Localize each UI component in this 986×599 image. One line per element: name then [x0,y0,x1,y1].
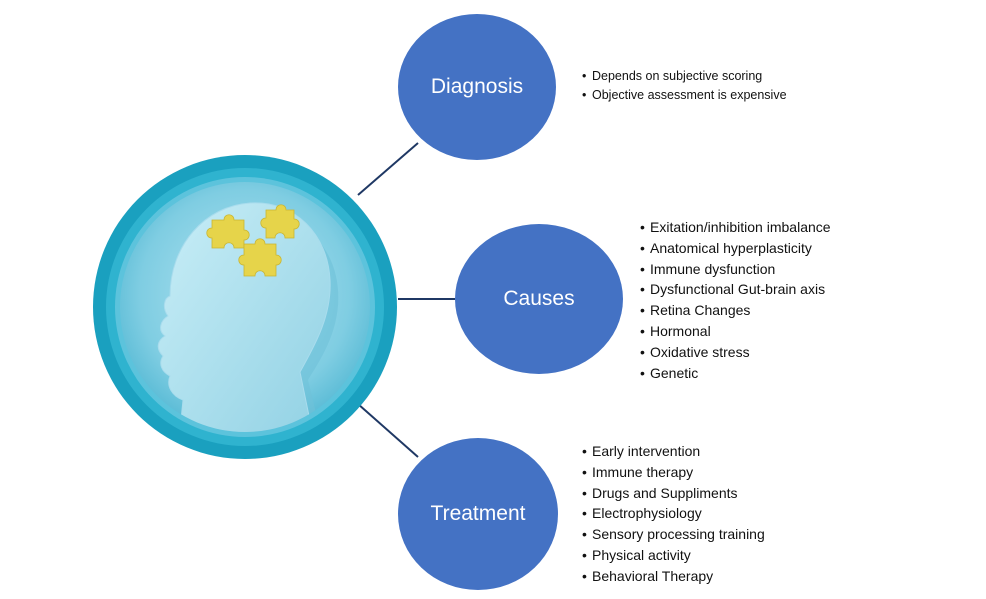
head-silhouette-icon [157,202,331,432]
puzzle-piece-icon [238,238,282,277]
treatment-label: Treatment [430,502,526,525]
causes-node: Causes [455,224,623,374]
list-item: Hormonal [640,321,831,342]
list-item: Immune therapy [582,462,765,483]
list-item: Physical activity [582,545,765,566]
causes-label: Causes [503,287,575,310]
list-item: Genetic [640,363,831,384]
diagnosis-node: Diagnosis [398,14,556,160]
list-item: Electrophysiology [582,503,765,524]
puzzle-piece-icon [260,204,300,239]
list-item: Exitation/inhibition imbalance [640,217,831,238]
list-item: Depends on subjective scoring [582,67,787,86]
list-item: Behavioral Therapy [582,566,765,587]
causes-list: Exitation/inhibition imbalance Anatomica… [640,217,831,383]
list-item: Objective assessment is expensive [582,86,787,105]
diagnosis-list: Depends on subjective scoring Objective … [582,67,787,105]
list-item: Dysfunctional Gut-brain axis [640,279,831,300]
treatment-node: Treatment [398,438,558,590]
list-item: Anatomical hyperplasticity [640,238,831,259]
list-item: Immune dysfunction [640,259,831,280]
treatment-list: Early intervention Immune therapy Drugs … [582,441,765,587]
list-item: Sensory processing training [582,524,765,545]
list-item: Oxidative stress [640,342,831,363]
list-item: Early intervention [582,441,765,462]
list-item: Drugs and Suppliments [582,483,765,504]
puzzle-piece-icon [206,214,250,249]
list-item: Retina Changes [640,300,831,321]
connector-diagnosis [357,142,419,196]
diagnosis-label: Diagnosis [430,75,524,98]
connector-treatment [357,403,419,458]
